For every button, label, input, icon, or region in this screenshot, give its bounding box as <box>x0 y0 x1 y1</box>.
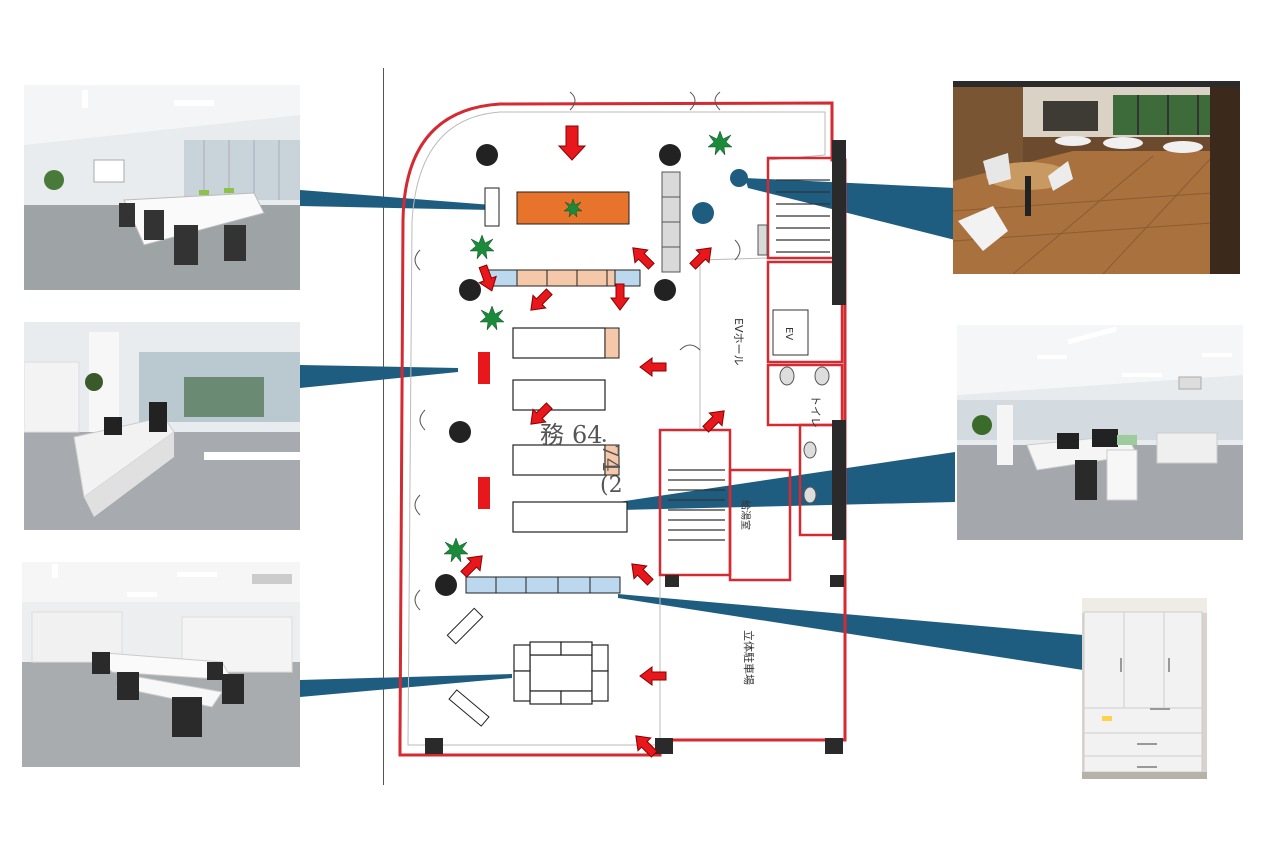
toilet-label: トイレ <box>809 395 822 428</box>
photo-lounge <box>953 81 1240 274</box>
round-pillars <box>435 144 681 596</box>
arrow-4 <box>530 288 553 311</box>
arrow-3 <box>478 264 497 292</box>
connector-lines <box>300 178 1083 697</box>
photo-open-office <box>957 325 1243 540</box>
connector-training <box>300 674 512 697</box>
office-label-4: .74 <box>597 437 622 472</box>
connector-storage <box>618 594 1083 670</box>
grey-cabinet-column <box>661 171 768 273</box>
arrow-9 <box>460 555 483 578</box>
red-arrows <box>460 125 725 758</box>
ev-hall-label: EVホール <box>732 318 745 365</box>
staircase-upper <box>776 179 830 253</box>
office-label-3: (2 <box>600 473 623 498</box>
door-swings <box>414 91 741 611</box>
outer-wall <box>398 101 847 757</box>
divider-line <box>383 68 384 785</box>
lounge-table-2 <box>692 202 714 224</box>
burst-icon-5 <box>443 537 469 563</box>
photo-meeting-room <box>24 85 300 290</box>
burst-icon-1 <box>707 130 733 156</box>
office-label-2: 64 <box>572 421 603 449</box>
lower-cabinet-row <box>465 576 621 594</box>
upper-peach-row <box>516 269 616 287</box>
podium-block <box>484 187 500 227</box>
connector-office <box>578 452 955 511</box>
photo-storage-cabinet <box>1082 598 1207 779</box>
photo-executive-desk <box>24 322 300 530</box>
arrow-8 <box>702 410 725 433</box>
inner-wall <box>407 111 826 746</box>
burst-icon-4 <box>479 305 505 331</box>
photo-training-room <box>22 562 300 767</box>
arrow-2 <box>689 247 712 270</box>
tilted-cabinet-1 <box>446 607 484 645</box>
ev-label: EV <box>783 327 794 340</box>
connector-lounge <box>745 178 955 240</box>
desk-side-panels <box>604 327 620 476</box>
arrow-10 <box>631 563 654 586</box>
arrow-5 <box>610 283 630 311</box>
parking-label: 立体駐車場 <box>742 630 756 685</box>
arrow-6 <box>639 357 667 377</box>
kitchen-label: 給湯室 <box>739 500 752 530</box>
office-photo-icon <box>22 562 300 767</box>
office-photo-icon <box>24 322 300 530</box>
arrow-1 <box>632 247 655 270</box>
conference-table-group <box>513 641 609 705</box>
burst-icon-3 <box>469 234 495 260</box>
connector-meeting <box>300 190 492 210</box>
arrow-11 <box>639 666 667 686</box>
office-photo-icon <box>953 81 1240 274</box>
burst-icon-2 <box>563 198 583 218</box>
arrow-12 <box>635 735 658 758</box>
office-photo-icon <box>1082 598 1207 779</box>
ev-box <box>772 309 809 356</box>
toilet-icons <box>779 366 830 504</box>
lounge-table-1 <box>730 169 748 187</box>
arrow-down-top <box>557 125 587 161</box>
office-photo-icon <box>24 85 300 290</box>
structural-blocks <box>425 140 846 754</box>
office-label-1: 務 <box>540 421 564 449</box>
green-bursts <box>443 130 733 563</box>
red-partitions <box>478 352 490 509</box>
connector-executive <box>300 365 458 388</box>
staircase-lower <box>668 469 725 541</box>
office-photo-icon <box>957 325 1243 540</box>
core-walls <box>658 156 844 582</box>
desk-blocks <box>512 327 628 533</box>
tilted-cabinet-2 <box>448 689 490 727</box>
arrow-7 <box>530 402 553 425</box>
